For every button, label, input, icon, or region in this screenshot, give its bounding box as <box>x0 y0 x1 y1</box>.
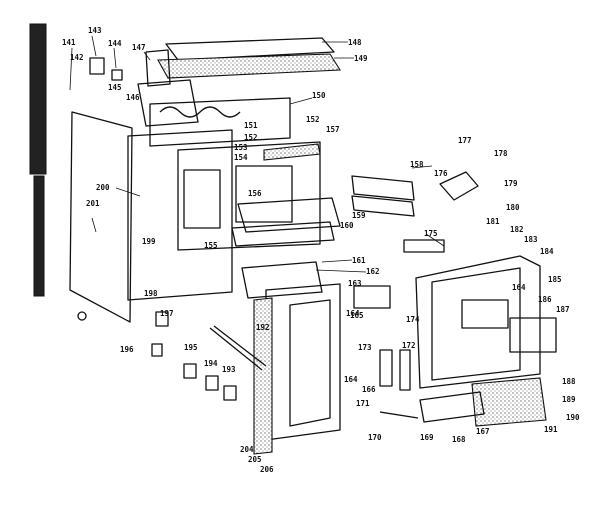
callout-186: 186 <box>538 295 552 304</box>
burner-tube <box>209 325 267 371</box>
callout-175: 175 <box>424 229 438 238</box>
callout-187a: 187 <box>556 305 570 314</box>
callout-161: 161 <box>352 256 366 265</box>
callout-164a: 164 <box>346 309 360 318</box>
callout-185: 185 <box>548 275 562 284</box>
callout-195: 195 <box>184 343 198 352</box>
oven-rack <box>231 197 341 247</box>
callout-189: 189 <box>562 395 576 404</box>
callout-172: 172 <box>402 341 416 350</box>
oven-door-seal <box>263 143 321 161</box>
top-vent-panel <box>157 37 341 79</box>
callout-145: 145 <box>108 83 122 92</box>
callout-157: 157 <box>326 125 340 134</box>
small-parts <box>77 57 445 419</box>
callout-191: 191 <box>544 425 558 434</box>
callout-166: 166 <box>362 385 376 394</box>
lower-door <box>253 297 273 455</box>
callout-150: 150 <box>312 91 326 100</box>
callout-159: 159 <box>352 211 366 220</box>
callout-165: 165 <box>350 311 364 320</box>
callout-197: 197 <box>160 309 174 318</box>
rear-panel <box>415 255 541 389</box>
callout-168: 168 <box>452 435 466 444</box>
broiler-pan <box>351 175 415 217</box>
bottom-tray <box>419 377 547 427</box>
callout-206: 206 <box>260 465 274 474</box>
callout-149: 149 <box>354 54 368 63</box>
callout-178: 178 <box>494 149 508 158</box>
callout-182: 182 <box>510 225 524 234</box>
callout-155: 155 <box>204 241 218 250</box>
callout-201: 201 <box>86 199 100 208</box>
callout-151: 151 <box>244 121 258 130</box>
callout-153: 153 <box>234 143 248 152</box>
callout-169: 169 <box>420 433 434 442</box>
callout-141: 141 <box>62 38 76 47</box>
callout-190: 190 <box>566 413 580 422</box>
callout-170: 170 <box>368 433 382 442</box>
callout-199: 199 <box>142 237 156 246</box>
callout-142: 142 <box>70 53 84 62</box>
callout-176: 176 <box>434 169 448 178</box>
callout-196: 196 <box>120 345 134 354</box>
callout-164c: 164 <box>344 375 358 384</box>
callout-198: 198 <box>144 289 158 298</box>
callout-163: 163 <box>348 279 362 288</box>
callout-160: 160 <box>340 221 354 230</box>
callout-192: 192 <box>256 323 270 332</box>
callout-173: 173 <box>358 343 372 352</box>
callout-143: 143 <box>88 26 102 35</box>
callout-181: 181 <box>486 217 500 226</box>
callout-194: 194 <box>204 359 218 368</box>
callout-164b: 164 <box>512 283 526 292</box>
callout-180: 180 <box>506 203 520 212</box>
callout-146: 146 <box>126 93 140 102</box>
callout-184: 184 <box>540 247 554 256</box>
callout-148: 148 <box>348 38 362 47</box>
callout-200: 200 <box>96 183 110 192</box>
callout-152a: 152 <box>244 133 258 142</box>
callout-188: 188 <box>562 377 576 386</box>
window-assembly <box>461 299 557 353</box>
callout-144: 144 <box>108 39 122 48</box>
callout-179: 179 <box>504 179 518 188</box>
callout-152b: 152 <box>306 115 320 124</box>
callout-154: 154 <box>234 153 248 162</box>
callout-162: 162 <box>366 267 380 276</box>
side-panel <box>69 111 133 323</box>
thermostat <box>439 171 479 201</box>
callout-183: 183 <box>524 235 538 244</box>
top-burner-box <box>137 49 199 127</box>
callout-174: 174 <box>406 315 420 324</box>
heat-exchanger <box>149 97 291 147</box>
hinge-pieces <box>183 363 237 401</box>
callout-204: 204 <box>240 445 254 454</box>
callouts: 141 142 143 144 145 146 147 148 149 150 … <box>62 26 580 474</box>
callout-205: 205 <box>248 455 262 464</box>
callout-193: 193 <box>222 365 236 374</box>
callout-158: 158 <box>410 160 424 169</box>
callout-147: 147 <box>132 43 146 52</box>
left-wall-edge <box>29 23 47 297</box>
callout-177: 177 <box>458 136 472 145</box>
callout-156: 156 <box>248 189 262 198</box>
callout-171: 171 <box>356 399 370 408</box>
callout-167: 167 <box>476 427 490 436</box>
oven-frame <box>127 129 321 301</box>
